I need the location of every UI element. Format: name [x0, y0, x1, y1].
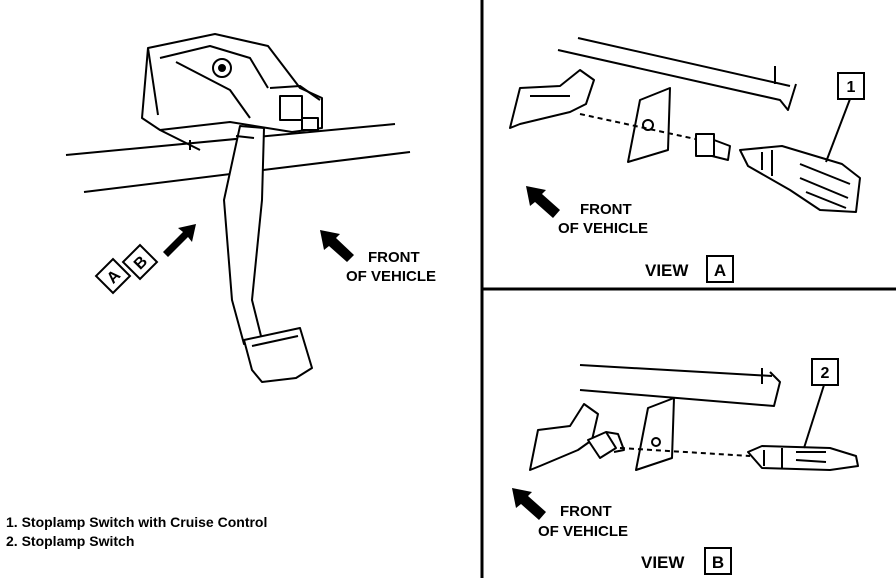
front-arrow-icon: [320, 230, 354, 262]
view-b-title-letter: B: [712, 553, 724, 572]
view-tag-a-box: [94, 257, 132, 295]
view-a-front-arrow-icon: [526, 186, 560, 218]
view-a-drawing: [509, 37, 861, 213]
legend-number: 1.: [6, 514, 18, 530]
legend-text: Stoplamp Switch with Cruise Control: [21, 514, 268, 530]
pedal-assembly-drawing: [65, 33, 411, 383]
main-front-label-line2: OF VEHICLE: [346, 268, 436, 285]
view-b-title-box: [704, 547, 732, 575]
view-a-title-letter: A: [714, 261, 726, 280]
legend-item: 2. Stoplamp Switch: [6, 532, 267, 551]
view-a-leader-line: [825, 98, 851, 163]
view-a-title-box: [706, 255, 734, 283]
view-b-front-label-line1: FRONT: [560, 503, 612, 520]
main-front-label-line1: FRONT: [368, 249, 420, 266]
legend-text: Stoplamp Switch: [21, 533, 135, 549]
view-b-leader-line: [803, 384, 825, 449]
legend-number: 2.: [6, 533, 18, 549]
view-a-title-word: VIEW: [645, 261, 689, 280]
view-tags: A B: [94, 243, 159, 295]
view-b-drawing: [529, 364, 859, 471]
view-b-callout: 2: [821, 365, 830, 382]
view-tag-b-box: [121, 243, 159, 281]
parts-legend: 1. Stoplamp Switch with Cruise Control 2…: [6, 513, 267, 551]
view-b-callout-box: [811, 358, 839, 386]
view-a-callout-box: [837, 72, 865, 100]
view-a-callout: 1: [847, 79, 856, 96]
view-b-front-label-line2: OF VEHICLE: [538, 523, 628, 540]
view-a-front-label-line2: OF VEHICLE: [558, 220, 648, 237]
view-direction-arrow-icon: [163, 224, 196, 257]
view-b-title-word: VIEW: [641, 553, 685, 572]
legend-item: 1. Stoplamp Switch with Cruise Control: [6, 513, 267, 532]
view-a-front-label-line1: FRONT: [580, 201, 632, 218]
view-b-front-arrow-icon: [512, 488, 546, 520]
